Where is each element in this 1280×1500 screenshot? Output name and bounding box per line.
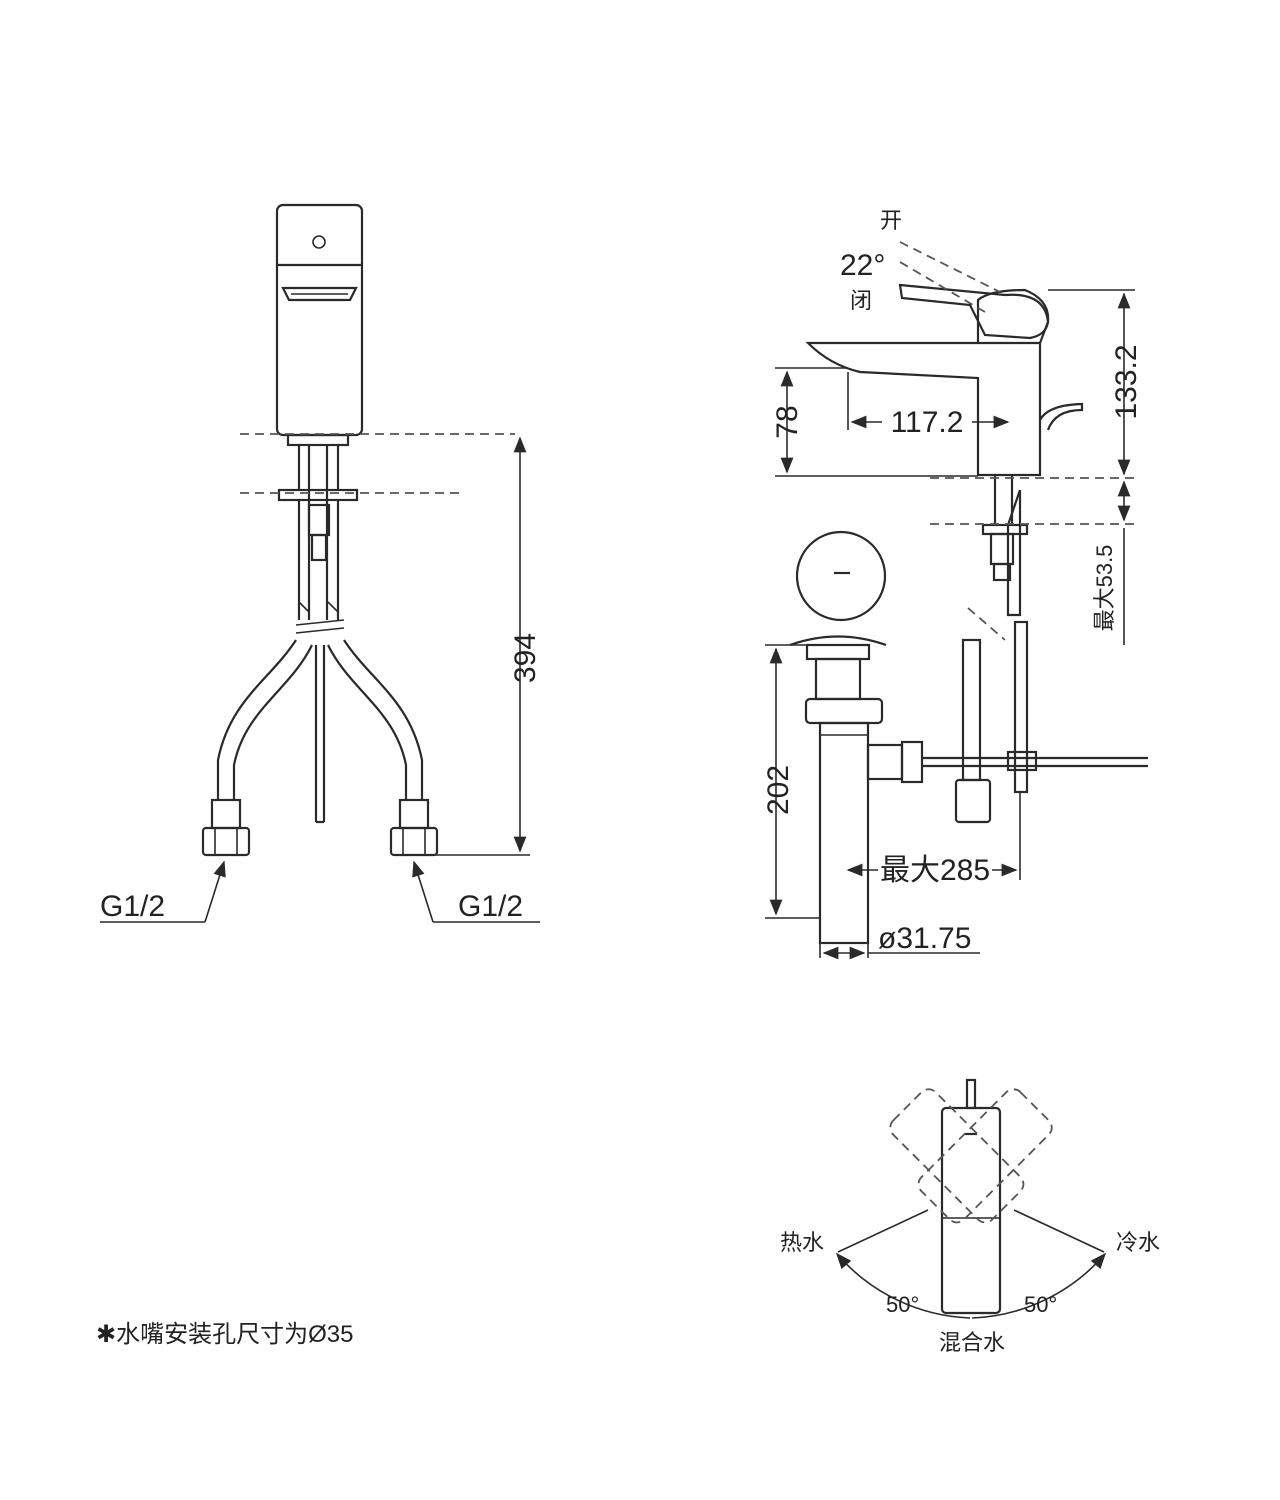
front-shanks	[277, 433, 359, 824]
side-shank	[981, 475, 1029, 617]
dim-drain-height: 202	[762, 644, 820, 919]
lever-closed-label: 闭	[850, 288, 872, 313]
dim-drain-diameter-text: ø31.75	[878, 922, 971, 955]
label-connector-left: G1/2	[100, 890, 165, 923]
top-lever-stub	[965, 1078, 977, 1110]
dim-total-height: 133.2	[1048, 289, 1143, 476]
dim-max-link: 最大285	[846, 792, 1021, 887]
top-lever-cold-position	[917, 1088, 1053, 1224]
top-lever-hot-position	[889, 1088, 1025, 1224]
dim-spout-reach: 117.2	[847, 372, 1010, 439]
drain-cap-circle	[795, 530, 887, 622]
label-connector-right: G1/2	[458, 890, 523, 923]
dim-max-thickness: 最大53.5	[1092, 480, 1131, 645]
dim-drain-diameter: ø31.75	[819, 922, 980, 960]
top-arc-cold	[971, 1252, 1107, 1319]
side-drain	[789, 635, 1148, 945]
dim-total-height-text: 133.2	[1110, 344, 1143, 419]
lever-open-label: 开	[880, 208, 902, 233]
dim-spout-height: 78	[771, 367, 978, 477]
top-arc-hot	[835, 1252, 971, 1319]
label-cold-water: 冷水	[1116, 1230, 1160, 1255]
front-height-dimension: 394	[435, 436, 542, 856]
dim-spout-reach-text: 117.2	[891, 406, 964, 439]
dim-max-link-text: 最大285	[880, 854, 990, 887]
side-lift-rod	[961, 607, 1029, 794]
top-faucet-body	[940, 1106, 1002, 1315]
footnote-install-hole: ✱水嘴安装孔尺寸为Ø35	[96, 1321, 353, 1348]
label-mixed-water: 混合水	[939, 1330, 1005, 1355]
front-connector-leaders: G1/2 G1/2	[100, 860, 540, 923]
side-faucet-body	[805, 241, 1084, 477]
label-hot-angle: 50°	[886, 1292, 919, 1317]
top-view: 热水 冷水 50° 50° 混合水	[780, 1078, 1160, 1355]
front-hoses	[201, 639, 439, 857]
side-view: 开 22° 闭 133.2 最大53.5 78 117.2	[762, 208, 1148, 960]
label-cold-angle: 50°	[1024, 1292, 1057, 1317]
lever-angle-label: 22°	[840, 249, 885, 282]
dim-spout-height-text: 78	[771, 405, 804, 438]
dim-max-thickness-text: 最大53.5	[1092, 545, 1117, 632]
dim-drain-height-text: 202	[762, 765, 795, 815]
label-hot-water: 热水	[780, 1230, 824, 1255]
dim-height-394: 394	[509, 633, 542, 683]
front-view: 394 G1/2 G1/2	[100, 203, 542, 923]
front-faucet-body	[275, 203, 364, 437]
